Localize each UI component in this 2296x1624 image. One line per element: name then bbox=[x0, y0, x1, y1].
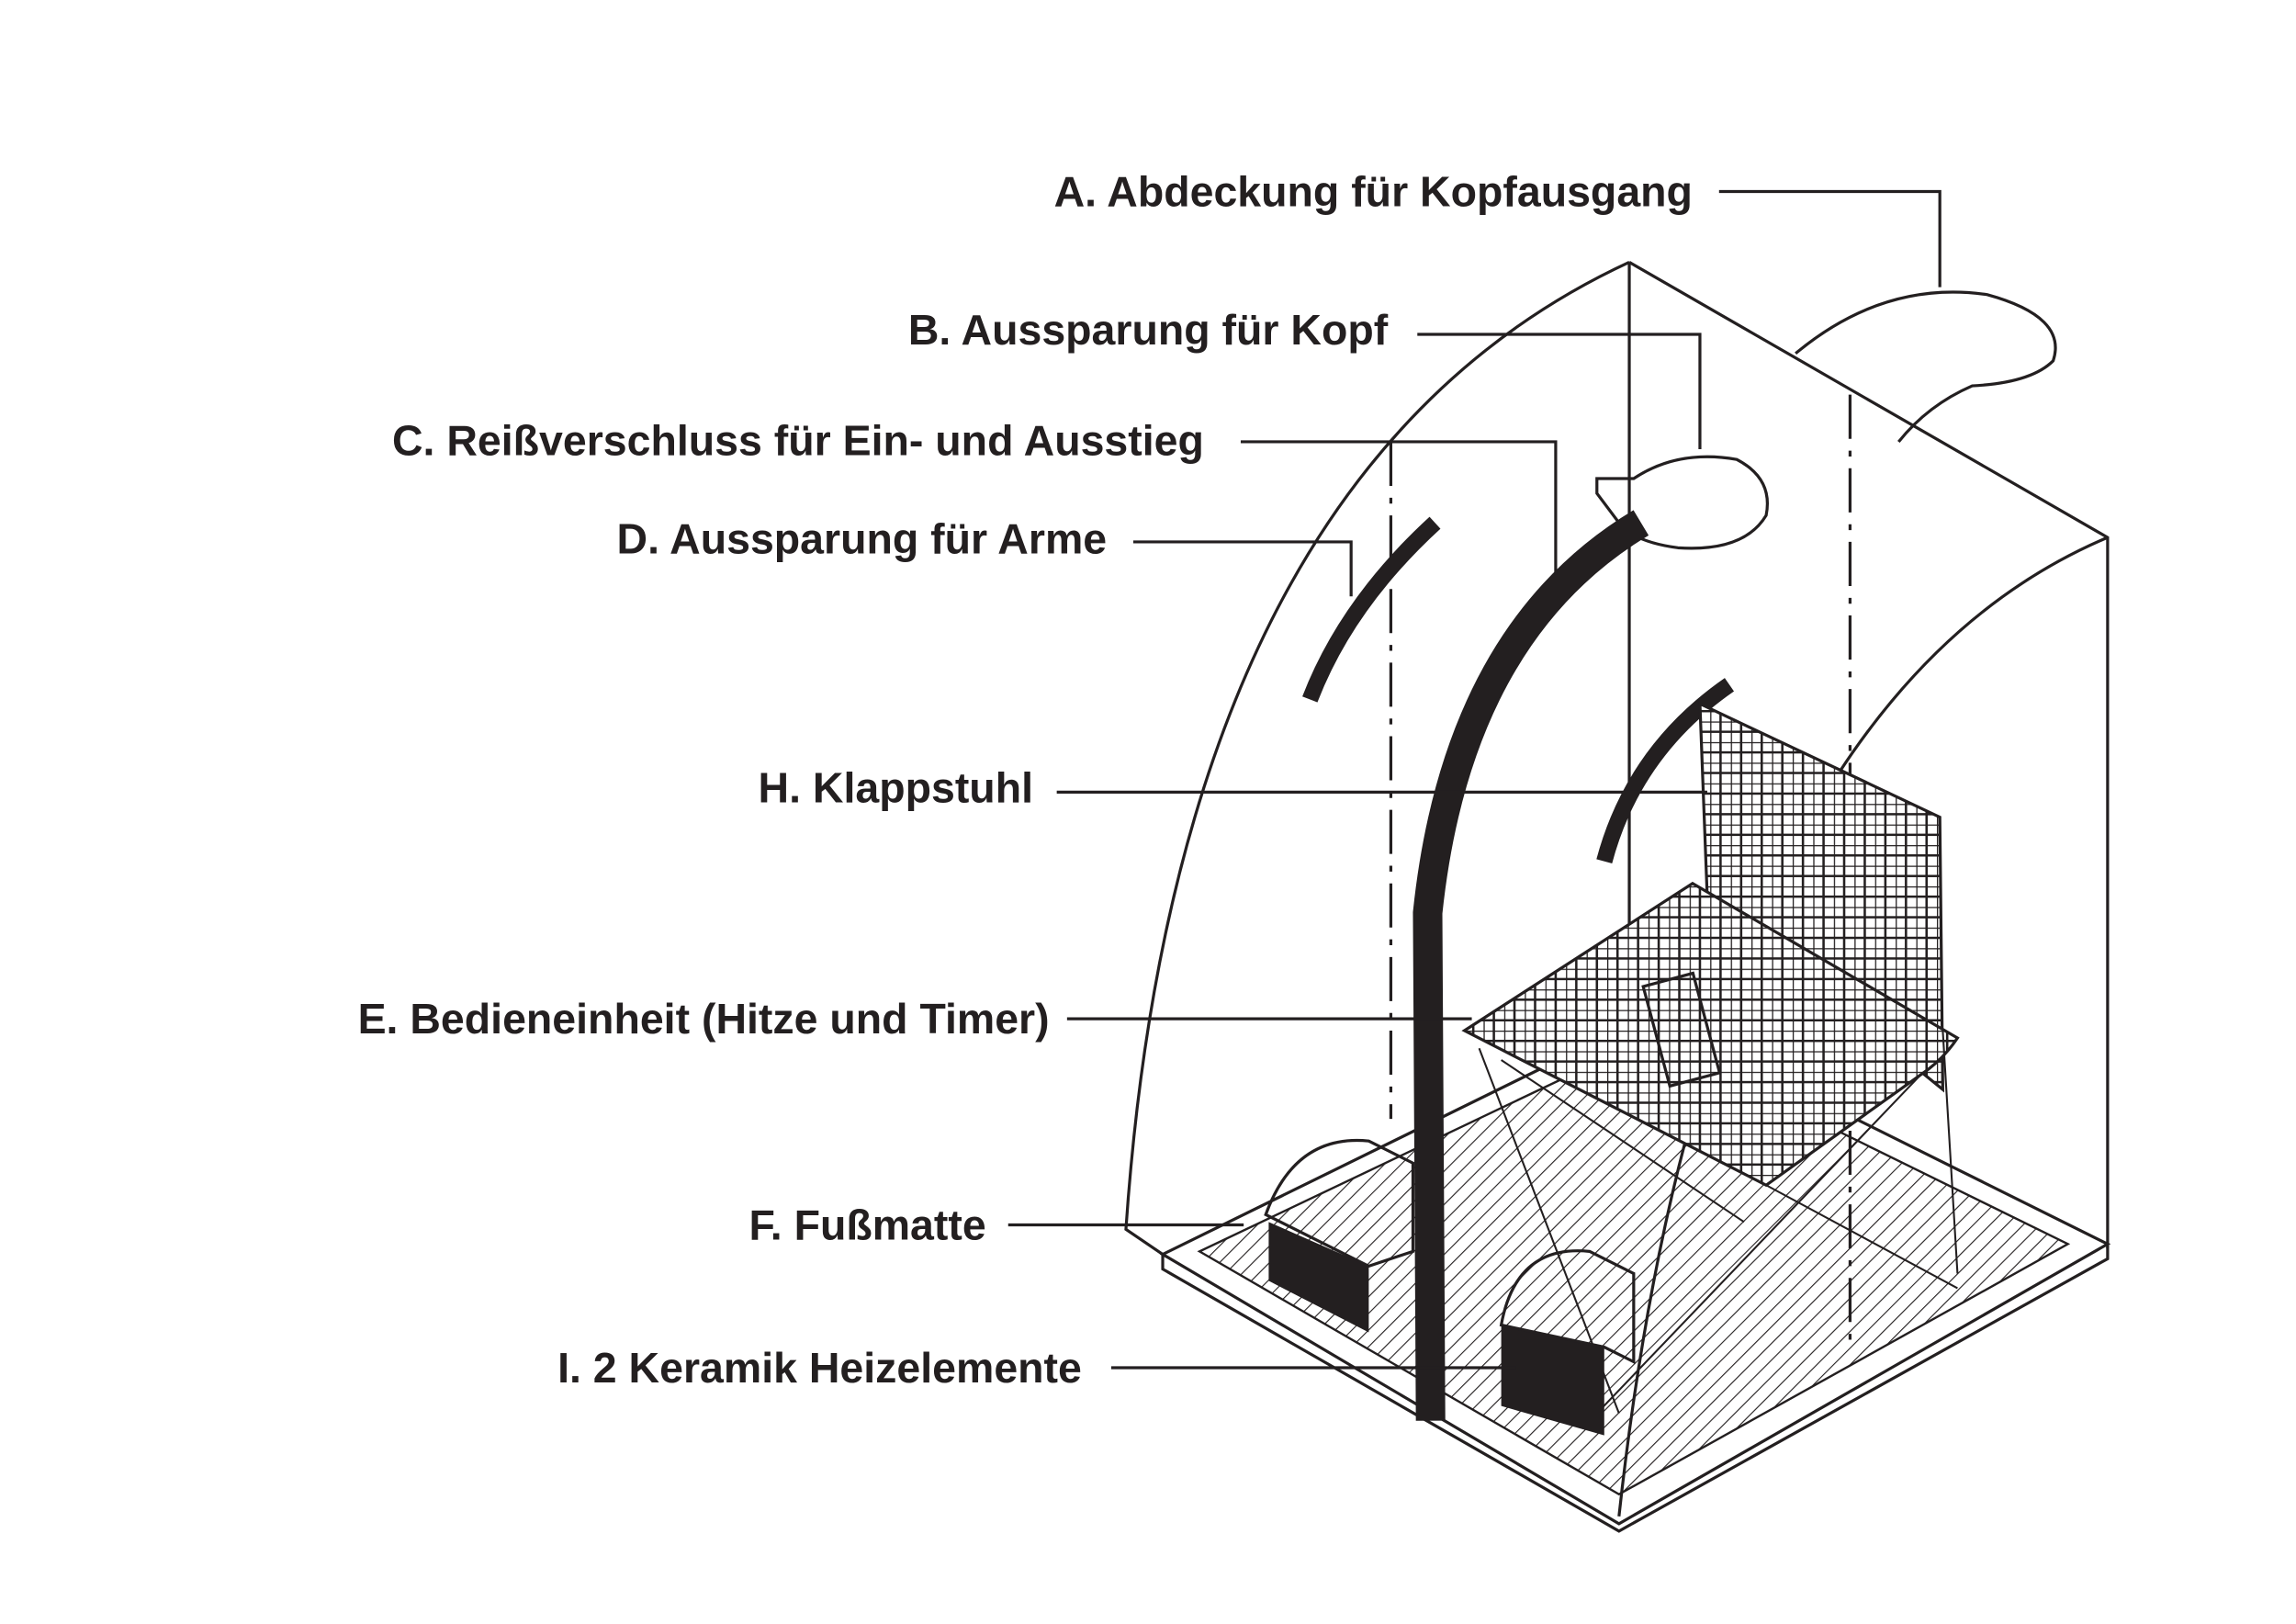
arm-opening-left bbox=[1302, 516, 1441, 703]
label-c-zipper: C. Reißverschluss für Ein- und Ausstieg bbox=[392, 416, 1204, 464]
head-opening bbox=[1595, 455, 1769, 550]
zipper bbox=[1412, 510, 1649, 1421]
leader-b bbox=[1417, 333, 1702, 449]
control-unit bbox=[1641, 971, 1722, 1088]
label-a-head-exit-cover: A. Abdeckung für Kopfausgang bbox=[1054, 168, 1693, 216]
ceramic-heaters bbox=[1264, 1138, 1636, 1436]
label-i-heaters: I. 2 Keramik Heizelemente bbox=[557, 1344, 1082, 1392]
folding-chair bbox=[1461, 701, 1960, 1415]
leader-a bbox=[1718, 189, 1941, 288]
leader-d bbox=[1132, 540, 1353, 597]
label-b-head-opening: B. Aussparung für Kopf bbox=[908, 306, 1389, 354]
label-d-arm-openings: D. Aussparung für Arme bbox=[617, 515, 1108, 563]
leader-c bbox=[1240, 440, 1558, 575]
label-h-folding-chair: H. Klappstuhl bbox=[759, 764, 1033, 812]
label-f-floor-mat: F. Fußmatte bbox=[749, 1201, 986, 1249]
arm-opening-right bbox=[1596, 678, 1735, 863]
head-exit-cover bbox=[1795, 290, 2057, 443]
label-e-control-unit: E. Bedieneinheit (Hitze und Timer) bbox=[358, 995, 1050, 1043]
